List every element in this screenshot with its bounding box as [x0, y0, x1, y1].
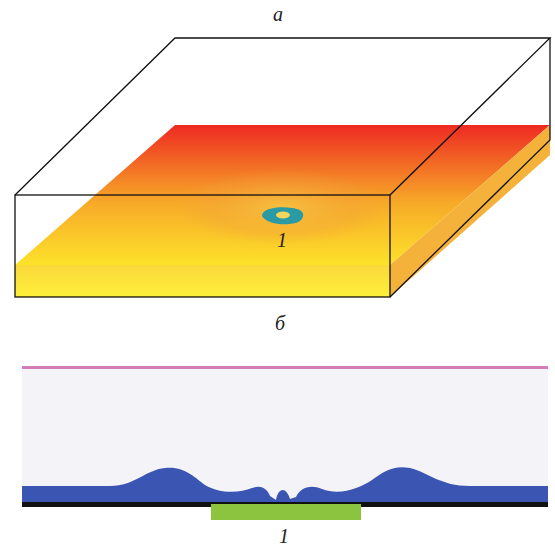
section-view [22, 366, 548, 520]
source-blob [262, 207, 303, 224]
top-plate [22, 366, 548, 369]
panel-label: б [275, 313, 285, 333]
layer-front [15, 265, 390, 297]
box-3d [15, 38, 550, 297]
callout-number: 1 [279, 526, 289, 546]
callout-number: 1 [277, 230, 287, 250]
box-edges [15, 38, 550, 297]
liquid-film [22, 467, 548, 503]
heater [211, 504, 361, 520]
panel-label: а [273, 4, 283, 24]
source-core [276, 212, 290, 219]
fluid [22, 369, 548, 502]
layer-side [390, 125, 550, 297]
